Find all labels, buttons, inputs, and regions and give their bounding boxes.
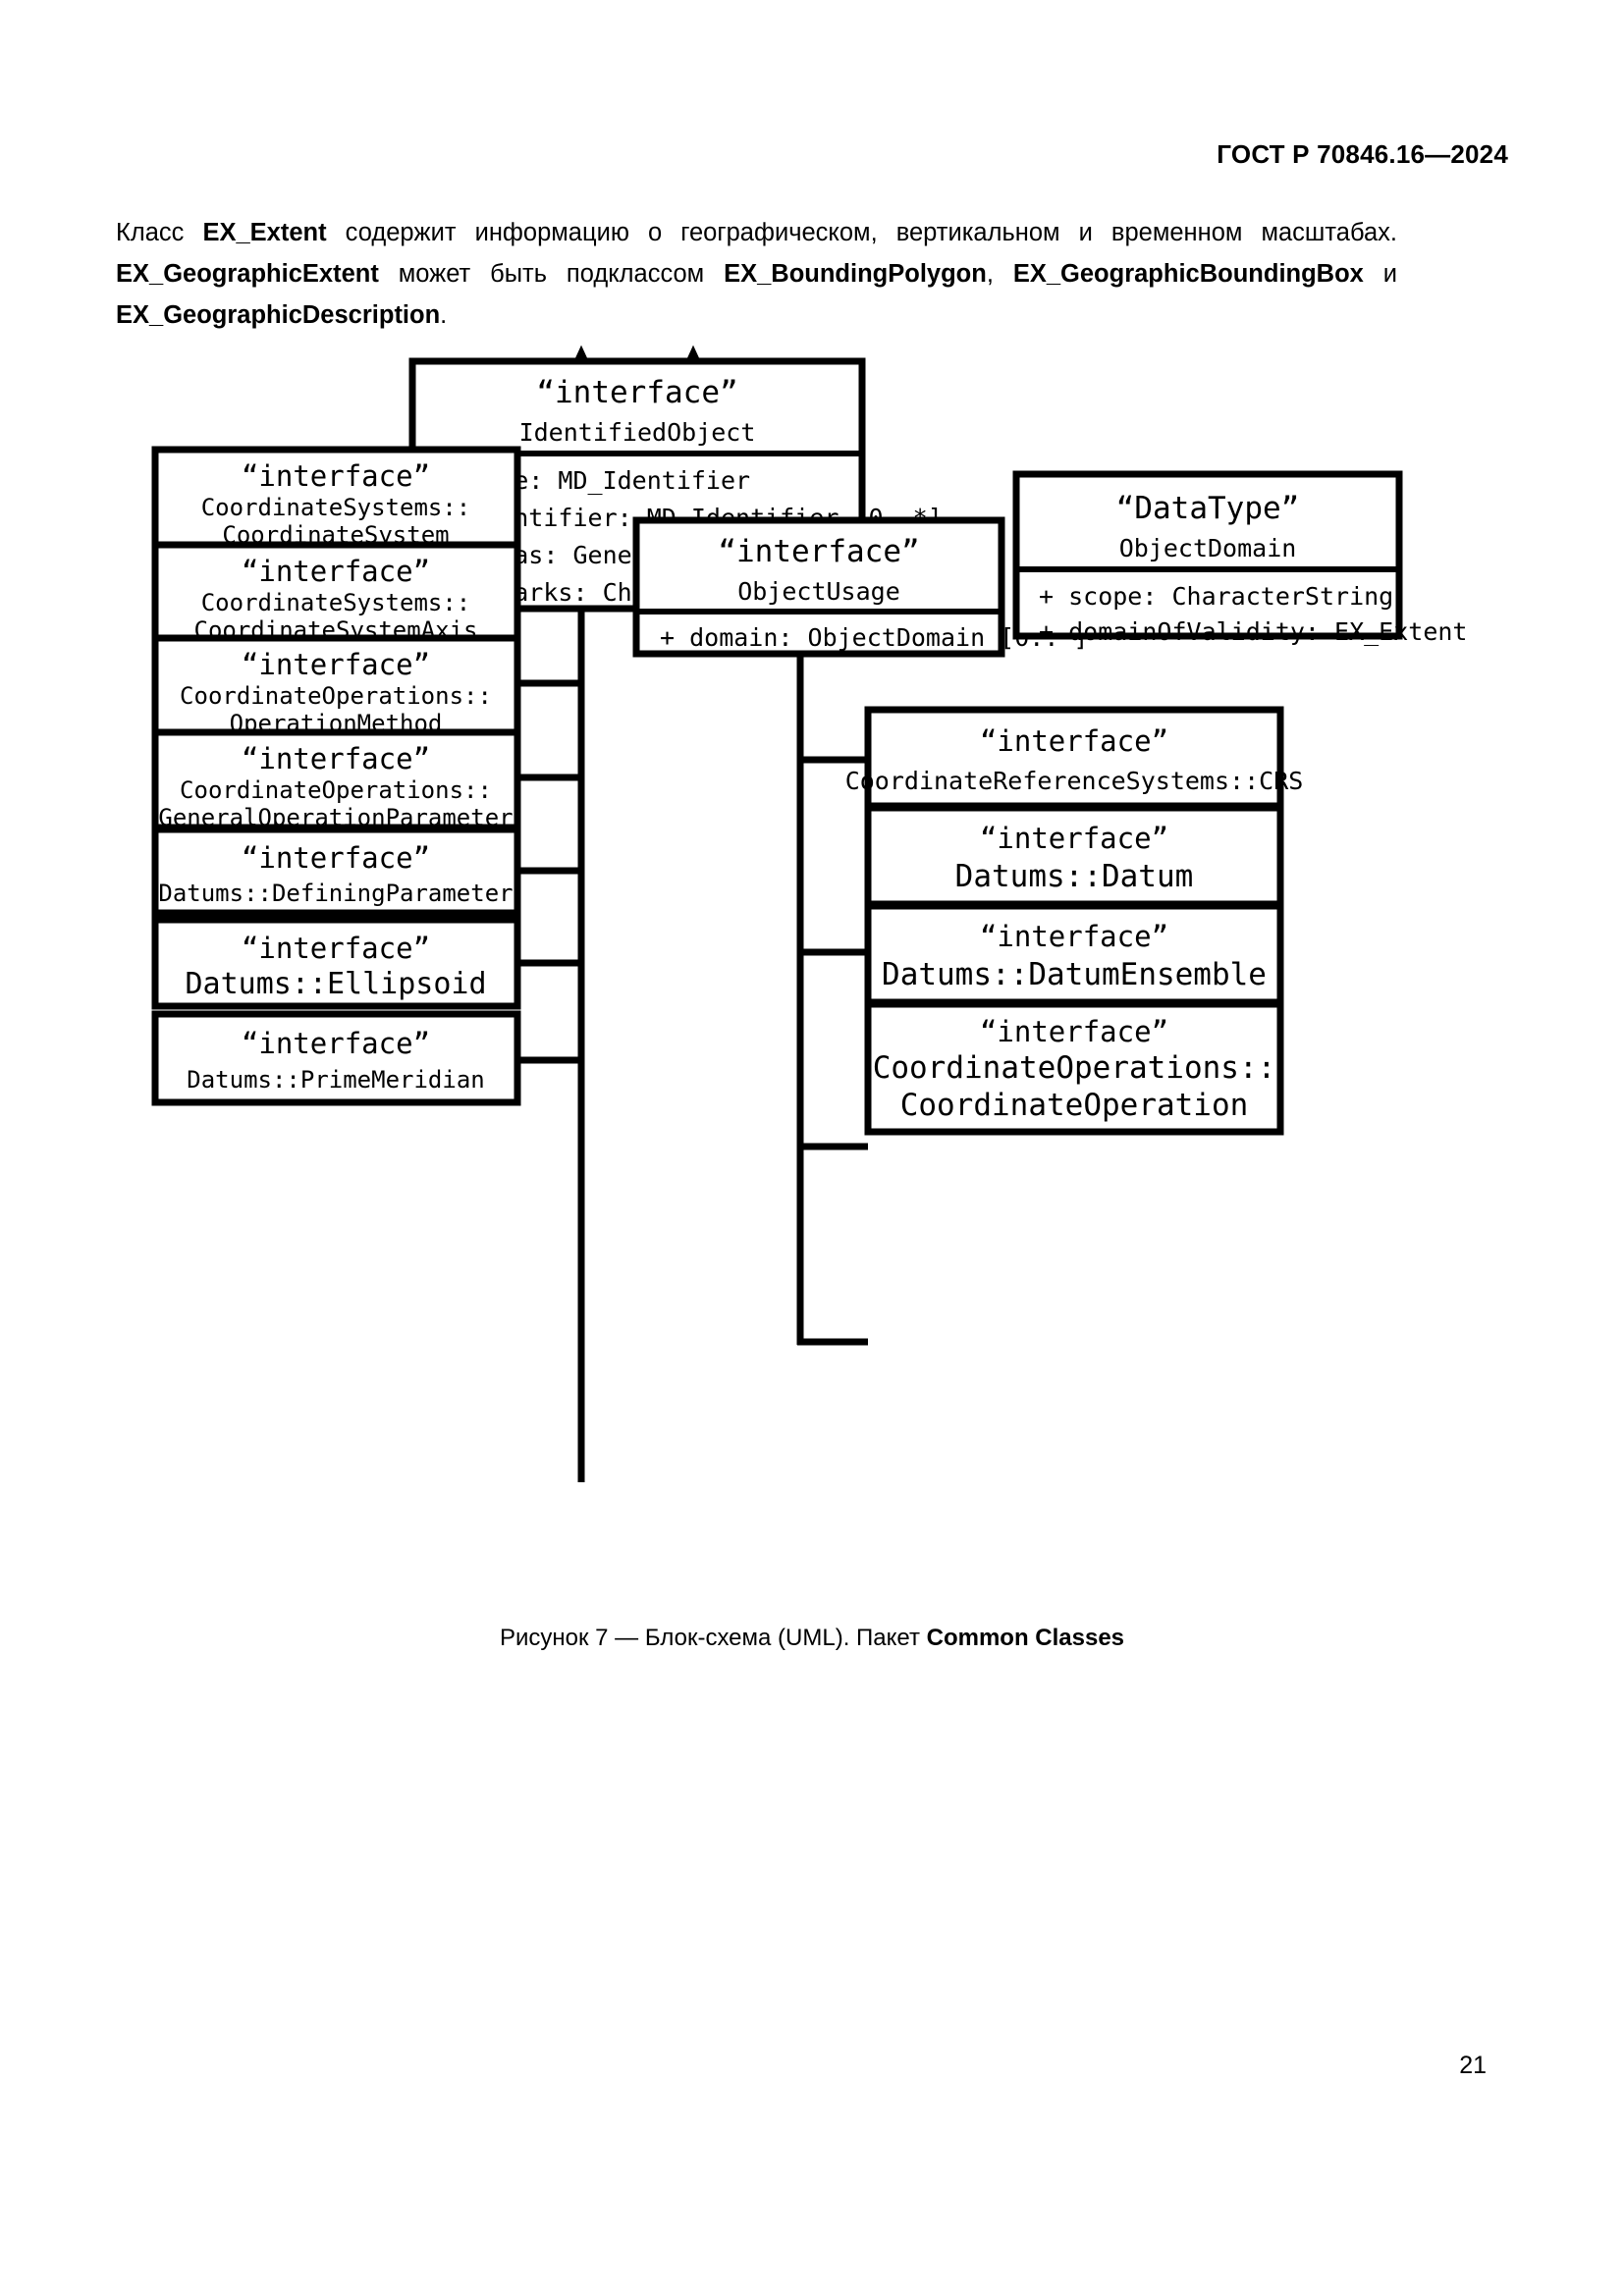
object-usage-name: ObjectUsage: [737, 577, 900, 606]
object-usage-box: [632, 516, 1005, 658]
coordinatesystem-stereotype: “interface”: [242, 459, 430, 493]
figure-caption-prefix: Рисунок 7 — Блок-схема (UML). Пакет: [499, 1625, 927, 1651]
operationmethod-box: [151, 634, 521, 737]
generaloperationparameter-stereotype: “interface”: [242, 742, 430, 775]
object-usage-stereotype: “interface”: [718, 534, 919, 569]
coordinateoperation-box: [864, 1000, 1284, 1136]
ellipsoid-box: [151, 916, 521, 1010]
uml-class-generaloperationparameter[interactable]: “interface” CoordinateOperations:: Gener…: [151, 728, 521, 831]
coordinatesystemaxis-name-line1: CoordinateSystems::: [201, 589, 471, 616]
identified-object-name: IdentifiedObject: [519, 418, 756, 447]
uml-class-object-usage[interactable]: “interface” ObjectUsage + domain: Object…: [632, 516, 1089, 658]
primemeridian-name-line1: Datums::PrimeMeridian: [187, 1066, 484, 1094]
ellipsoid-stereotype: “interface”: [242, 932, 430, 965]
left-subclass-column: “interface” CoordinateSystems:: Coordina…: [151, 446, 521, 1106]
datum-name-line1: Datums::Datum: [955, 859, 1194, 894]
object-domain-box: [1012, 470, 1403, 640]
operationmethod-name-line1: CoordinateOperations::: [180, 682, 492, 710]
datum-box: [864, 804, 1284, 908]
right-subclass-column: “interface” CoordinateReferenceSystems::…: [845, 706, 1304, 1136]
definingparameter-name-line1: Datums::DefiningParameter: [158, 880, 513, 907]
coordinateoperation-name-line2: CoordinateOperation: [900, 1088, 1249, 1123]
datum-stereotype: “interface”: [980, 822, 1168, 855]
uml-class-coordinatesystem[interactable]: “interface” CoordinateSystems:: Coordina…: [151, 446, 521, 549]
coordinateoperation-stereotype: “interface”: [980, 1015, 1168, 1048]
body-paragraph: Класс EX_Extent содержит информацию о ге…: [116, 219, 1397, 329]
uml-class-object-domain[interactable]: “DataType” ObjectDomain + scope: Charact…: [1012, 470, 1468, 646]
generaloperationparameter-box: [151, 728, 521, 831]
crs-stereotype: “interface”: [980, 724, 1168, 758]
coordinateoperation-name-line1: CoordinateOperations::: [873, 1050, 1276, 1086]
coordinatesystemaxis-stereotype: “interface”: [242, 555, 430, 588]
generaloperationparameter-name-line1: CoordinateOperations::: [180, 776, 492, 804]
coordinatesystem-box: [151, 446, 521, 549]
uml-class-ellipsoid[interactable]: “interface” Datums::Ellipsoid: [151, 916, 521, 1010]
uml-class-datum[interactable]: “interface” Datums::Datum: [864, 804, 1284, 908]
object-domain-name: ObjectDomain: [1119, 534, 1297, 562]
uml-class-coordinatesystemaxis[interactable]: “interface” CoordinateSystems:: Coordina…: [151, 541, 521, 644]
datumensemble-stereotype: “interface”: [980, 920, 1168, 953]
crs-name-line1: CoordinateReferenceSystems::CRS: [845, 767, 1304, 795]
object-domain-attribute-1: + domainOfValidity: EX_Extent: [1039, 617, 1468, 646]
document-standard-header: ГОСТ Р 70846.16—2024: [1217, 139, 1508, 169]
object-domain-stereotype: “DataType”: [1116, 491, 1300, 526]
figure-caption: Рисунок 7 — Блок-схема (UML). Пакет Comm…: [0, 1625, 1624, 1652]
uml-class-definingparameter[interactable]: “interface” Datums::DefiningParameter: [151, 826, 521, 917]
identified-object-stereotype: “interface”: [536, 375, 737, 410]
uml-class-crs[interactable]: “interface” CoordinateReferenceSystems::…: [845, 706, 1304, 810]
operationmethod-stereotype: “interface”: [242, 648, 430, 681]
datumensemble-box: [864, 902, 1284, 1006]
primemeridian-stereotype: “interface”: [242, 1027, 430, 1060]
generalization-connectors: [515, 424, 868, 1482]
uml-class-datumensemble[interactable]: “interface” Datums::DatumEnsemble: [864, 902, 1284, 1006]
page-number: 21: [1459, 2052, 1487, 2079]
uml-diagram-canvas: “interface” IdentifiedObject + name: MD_…: [151, 345, 1468, 1482]
definingparameter-stereotype: “interface”: [242, 841, 430, 875]
object-domain-attribute-0: + scope: CharacterString: [1039, 582, 1393, 611]
definingparameter-box: [151, 826, 521, 917]
coordinatesystem-name-line1: CoordinateSystems::: [201, 494, 471, 521]
uml-class-coordinateoperation[interactable]: “interface” CoordinateOperations:: Coord…: [864, 1000, 1284, 1136]
datumensemble-name-line1: Datums::DatumEnsemble: [882, 957, 1267, 992]
ellipsoid-name-line1: Datums::Ellipsoid: [185, 967, 486, 1001]
primemeridian-box: [151, 1010, 521, 1106]
figure-caption-package-name: Common Classes: [926, 1625, 1125, 1651]
uml-class-primemeridian[interactable]: “interface” Datums::PrimeMeridian: [151, 1010, 521, 1106]
uml-class-operationmethod[interactable]: “interface” CoordinateOperations:: Opera…: [151, 634, 521, 737]
uml-figure-7: “interface” IdentifiedObject + name: MD_…: [0, 334, 1624, 1620]
